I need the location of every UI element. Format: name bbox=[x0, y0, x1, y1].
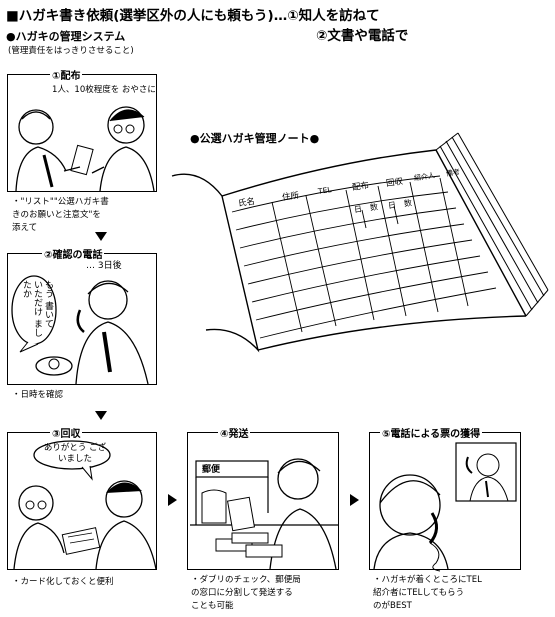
collection-speech: ありがとう ございました bbox=[43, 443, 107, 464]
distribution-speech: 1人、10枚程度を おやさに bbox=[52, 85, 156, 95]
notebook-subcol-day: 日 bbox=[353, 204, 363, 215]
confirmation-call-speech: もう 書いて いただけ ましたか bbox=[21, 280, 53, 337]
sending-illustration bbox=[190, 458, 338, 570]
caption-line: の窓口に分割して発送する bbox=[191, 588, 293, 598]
caption-line: 紹介者にTELしてもらう bbox=[373, 588, 465, 598]
panel-vote-by-phone: ⑤電話による票の獲得 bbox=[369, 425, 521, 572]
arrow-right-icon bbox=[168, 494, 177, 506]
panel-vote-by-phone-caption: ・ハガキが着くところにTEL 紹介者にTELしてもらう のがBEST bbox=[373, 574, 482, 613]
system-subheading: (管理責任をはっきりさせること) bbox=[8, 46, 134, 56]
arrow-down-icon bbox=[95, 232, 107, 241]
notebook-col-address: 住所 bbox=[281, 190, 300, 204]
arrow-right-icon bbox=[350, 494, 359, 506]
panel-distribution: ①配布 1人、10枚程度を おやさに bbox=[7, 67, 157, 192]
caption-line: ・カード化しておくと便利 bbox=[12, 577, 114, 587]
title-option-document: ②文書や電話で bbox=[316, 28, 409, 44]
confirmation-call-illustration bbox=[11, 275, 149, 385]
panel-confirmation-call: ②確認の電話 … 3日後 もう 書いて いただけ ましたか bbox=[7, 246, 157, 385]
notebook-col-remarks: 備考 bbox=[445, 168, 461, 178]
panel-collection: ③回収 ありがとう ございました bbox=[7, 425, 157, 570]
distribution-illustration bbox=[15, 106, 155, 192]
panel-confirmation-call-caption: ・日時を確認 bbox=[12, 389, 63, 402]
panel-collection-label: ③回収 bbox=[50, 425, 83, 440]
panel-sending-caption: ・ダブリのチェック、郵便局 の窓口に分割して発送する ことも可能 bbox=[191, 574, 301, 613]
panel-confirmation-call-label: ②確認の電話 bbox=[42, 246, 105, 261]
notebook-subcol-count: 数 bbox=[369, 202, 379, 213]
page-title: ■ハガキ書き依頼(選挙区外の人にも頼もう)…①知人を訪ねて bbox=[6, 4, 380, 24]
caption-line: ・ダブリのチェック、郵便局 bbox=[191, 575, 301, 585]
notebook-heading: ●公選ハガキ管理ノート● bbox=[190, 132, 320, 145]
notebook-col-name: 氏名 bbox=[237, 196, 256, 210]
arrow-down-icon bbox=[95, 411, 107, 420]
panel-distribution-caption: ・"リスト""公選ハガキ書 きのお願いと注意文"を 添えて bbox=[12, 196, 109, 235]
post-office-sign: 郵便 bbox=[202, 465, 221, 475]
panel-distribution-label: ①配布 bbox=[50, 67, 83, 82]
panel-sending: ④発送 郵便 bbox=[187, 425, 339, 570]
confirmation-call-note: … 3日後 bbox=[86, 261, 122, 271]
caption-line: ・"リスト""公選ハガキ書 bbox=[12, 197, 109, 207]
title-main: ■ハガキ書き依頼(選挙区外の人にも頼もう)… bbox=[6, 8, 288, 24]
notebook-col-distribution: 配布 bbox=[351, 180, 370, 194]
caption-line: きのお願いと注意文"を bbox=[12, 210, 101, 220]
vote-by-phone-illustration bbox=[373, 442, 517, 572]
notebook-subcol-day: 日 bbox=[387, 200, 397, 211]
caption-line: ・ハガキが着くところにTEL bbox=[373, 575, 482, 585]
notebook-col-collection: 回収 bbox=[385, 176, 404, 190]
caption-line: ことも可能 bbox=[191, 601, 234, 611]
caption-line: ・日時を確認 bbox=[12, 390, 64, 400]
notebook-grid bbox=[231, 175, 497, 339]
collection-illustration bbox=[13, 440, 157, 570]
panel-vote-by-phone-label: ⑤電話による票の獲得 bbox=[380, 425, 483, 440]
caption-line: のがBEST bbox=[373, 601, 412, 611]
system-heading: ●ハガキの管理システム bbox=[6, 30, 126, 43]
notebook-subcol-count: 数 bbox=[403, 198, 413, 209]
panel-collection-caption: ・カード化しておくと便利 bbox=[12, 576, 114, 589]
caption-line: 添えて bbox=[12, 223, 38, 233]
title-option-visit: ①知人を訪ねて bbox=[287, 8, 380, 24]
notebook-col-tel: TEL bbox=[317, 185, 333, 196]
panel-sending-label: ④発送 bbox=[218, 425, 251, 440]
